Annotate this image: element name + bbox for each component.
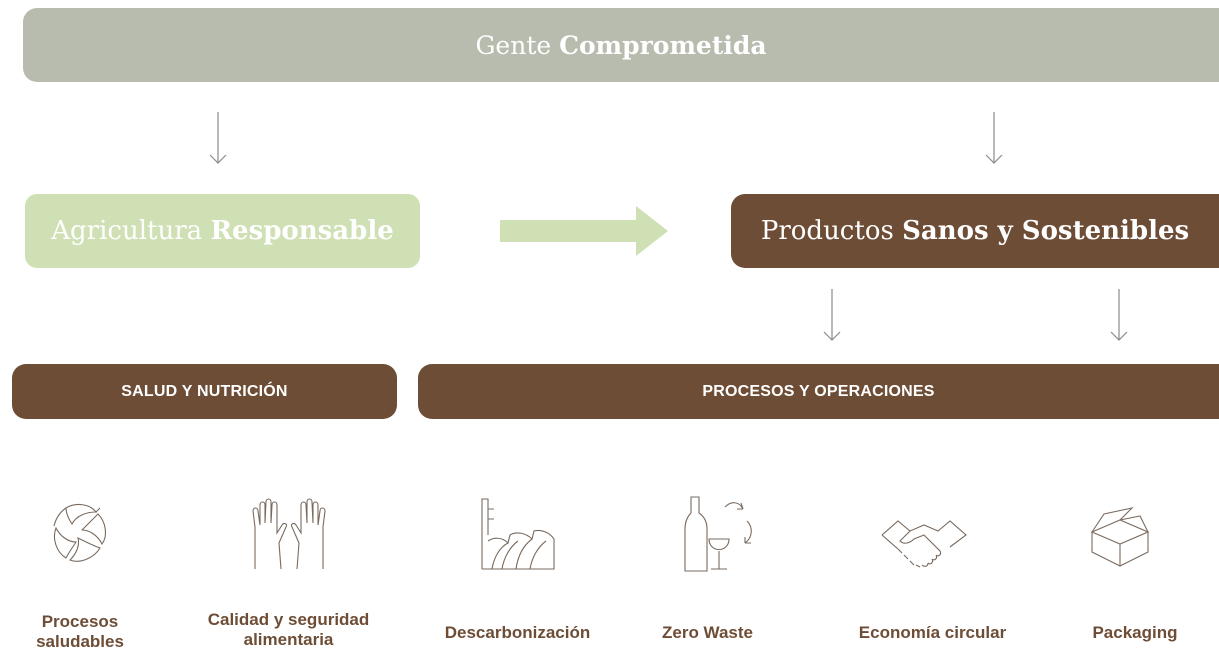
- factory-icon: [481, 498, 555, 570]
- gente-comprometida-banner: Gente Comprometida: [23, 8, 1219, 82]
- agricultura-responsable-box: Agricultura Responsable: [25, 194, 420, 268]
- right-arrow-icon: [500, 206, 668, 256]
- bottle-glass-recycle-icon: [684, 496, 752, 572]
- descarbonizacion-label: Descarbonización: [444, 623, 591, 642]
- salud-nutricion-bar: SALUD Y NUTRICIÓN: [12, 364, 397, 419]
- down-arrow-icon: [209, 112, 227, 164]
- zero-waste-label: Zero Waste: [661, 623, 753, 642]
- agri-bold-text: Responsable: [210, 216, 394, 246]
- packaging-label: Packaging: [1092, 623, 1178, 642]
- prod-bold-text: Sanos y Sostenibles: [902, 216, 1190, 246]
- down-arrow-icon: [823, 289, 841, 341]
- calidad-seguridad-label: Calidad y seguridad alimentaria: [207, 610, 370, 649]
- recycle-leaves-icon: [53, 503, 107, 562]
- productos-sanos-box: Productos Sanos y Sostenibles: [731, 194, 1219, 268]
- procesos-saludables-label: Procesos saludables: [36, 612, 124, 651]
- down-arrow-icon: [985, 112, 1003, 164]
- gloves-icon: [252, 498, 326, 570]
- agri-light-text: Agricultura: [51, 216, 211, 246]
- banner-bold-text: Comprometida: [559, 30, 767, 60]
- salud-label: SALUD Y NUTRICIÓN: [121, 382, 288, 400]
- banner-light-text: Gente: [475, 30, 560, 60]
- procesos-operaciones-bar: PROCESOS Y OPERACIONES: [418, 364, 1219, 419]
- down-arrow-icon: [1110, 289, 1128, 341]
- prod-light-text: Productos: [760, 216, 903, 246]
- box-icon: [1090, 507, 1150, 567]
- economia-circular-label: Economía circular: [858, 623, 1007, 642]
- handshake-icon: [881, 520, 967, 568]
- procesos-label: PROCESOS Y OPERACIONES: [702, 382, 935, 400]
